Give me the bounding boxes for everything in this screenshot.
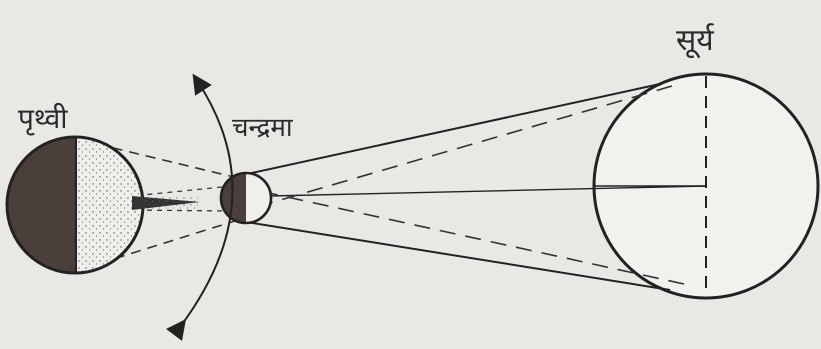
earth-label: पृथ्वी: [18, 102, 68, 136]
sun-label: सूर्य: [676, 23, 715, 59]
umbra-scribble: [140, 196, 198, 210]
moon-label: चन्द्रमा: [232, 113, 294, 143]
